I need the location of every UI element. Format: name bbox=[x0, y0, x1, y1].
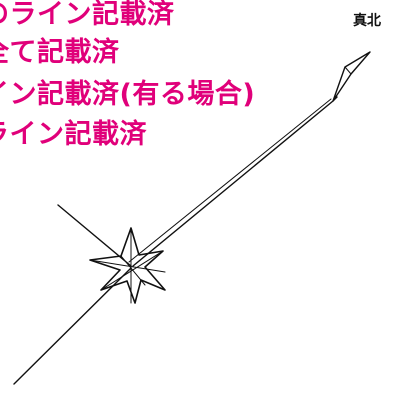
north-arrowhead bbox=[332, 51, 371, 102]
north-needle-body-edge bbox=[128, 98, 332, 263]
note-line-2: 全て記載済 bbox=[0, 37, 120, 68]
compass-star-inner-diag-2 bbox=[120, 255, 146, 286]
note-line-3: イン記載済(有る場合) bbox=[0, 79, 256, 110]
note-line-4: ライン記載済 bbox=[0, 119, 147, 150]
true-north-label: 真北 bbox=[353, 13, 381, 29]
compass-star-inner-diag-1 bbox=[100, 250, 164, 291]
south-ray bbox=[13, 267, 132, 385]
note-line-1: のライン記載済 bbox=[0, 0, 175, 30]
north-needle-body bbox=[132, 96, 338, 267]
north-arrowhead-inner bbox=[344, 66, 352, 75]
compass-star-inner-horizontal bbox=[89, 259, 166, 273]
